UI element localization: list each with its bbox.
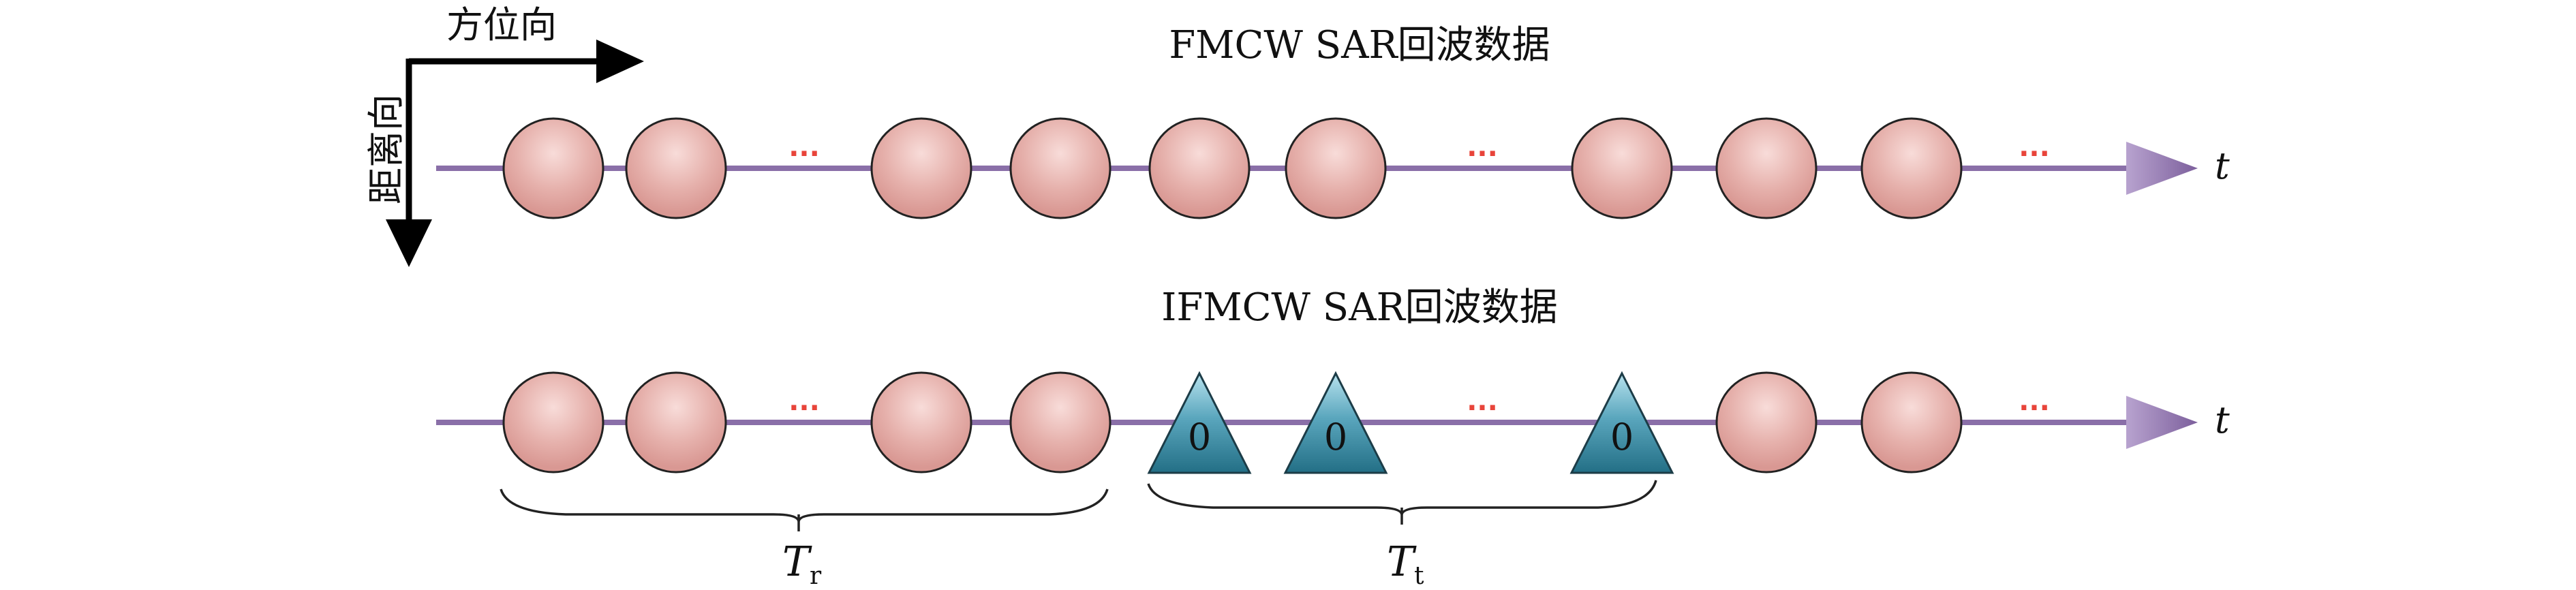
fmcw-circle-4: [1009, 117, 1111, 219]
orientation-axes: 方位向 距离向: [365, 3, 644, 267]
ifmcw-zero-label-8: 0: [1610, 416, 1634, 459]
tt-label: Tt: [1387, 538, 1424, 590]
ifmcw-ellipsis-11: ···: [2019, 392, 2050, 424]
ifmcw-timeline-arrowhead-icon: [2126, 396, 2198, 449]
tr-period-brace: Tr: [500, 488, 1109, 590]
fmcw-ellipsis-2: ···: [788, 138, 820, 170]
fmcw-circle-1: [625, 117, 727, 219]
range-arrow-icon: [386, 219, 432, 267]
fmcw-circle-8: [1571, 117, 1673, 219]
ifmcw-zero-triangle-8: [1569, 371, 1674, 474]
fmcw-title: FMCW SAR回波数据: [1169, 23, 1550, 67]
ifmcw-circle-1: [625, 371, 727, 473]
fmcw-ellipsis-7: ···: [1467, 138, 1498, 170]
fmcw-timeline-arrowhead-icon: [2126, 142, 2198, 195]
fmcw-circle-0: [502, 117, 604, 219]
ifmcw-row: IFMCW SAR回波数据 t ··· 0 0 ··· 0 ···: [436, 285, 2230, 474]
ifmcw-circle-10: [1860, 371, 1963, 473]
fmcw-row: FMCW SAR回波数据 t ··· ··· ···: [436, 23, 2230, 219]
tr-brace-path: [500, 488, 1109, 522]
ifmcw-zero-label-5: 0: [1188, 416, 1211, 459]
azimuth-arrow-icon: [596, 40, 644, 83]
tt-period-brace: Tt: [1147, 480, 1657, 590]
ifmcw-circle-0: [502, 371, 604, 473]
azimuth-label: 方位向: [446, 3, 557, 46]
fmcw-time-label: t: [2215, 144, 2230, 187]
fmcw-circle-9: [1715, 117, 1818, 219]
fmcw-circle-10: [1860, 117, 1963, 219]
ifmcw-zero-triangle-5: [1147, 371, 1252, 474]
ifmcw-zero-triangle-6: [1283, 371, 1388, 474]
ifmcw-time-label: t: [2215, 399, 2230, 441]
fmcw-ellipsis-11: ···: [2019, 138, 2050, 170]
ifmcw-circle-3: [870, 371, 972, 473]
ifmcw-elements: ··· 0 0 ··· 0 ···: [502, 371, 2050, 474]
fmcw-circle-3: [870, 117, 972, 219]
ifmcw-circle-9: [1715, 371, 1818, 473]
tr-label: Tr: [782, 538, 822, 590]
ifmcw-ellipsis-7: ···: [1467, 392, 1498, 424]
ifmcw-ellipsis-2: ···: [788, 392, 820, 424]
fmcw-circle-5: [1148, 117, 1251, 219]
range-label: 距离向: [365, 94, 408, 204]
fmcw-circle-6: [1285, 117, 1387, 219]
fmcw-elements: ··· ··· ···: [502, 117, 2050, 219]
ifmcw-circle-4: [1009, 371, 1111, 473]
ifmcw-zero-label-6: 0: [1324, 416, 1347, 459]
ifmcw-title: IFMCW SAR回波数据: [1161, 285, 1558, 330]
